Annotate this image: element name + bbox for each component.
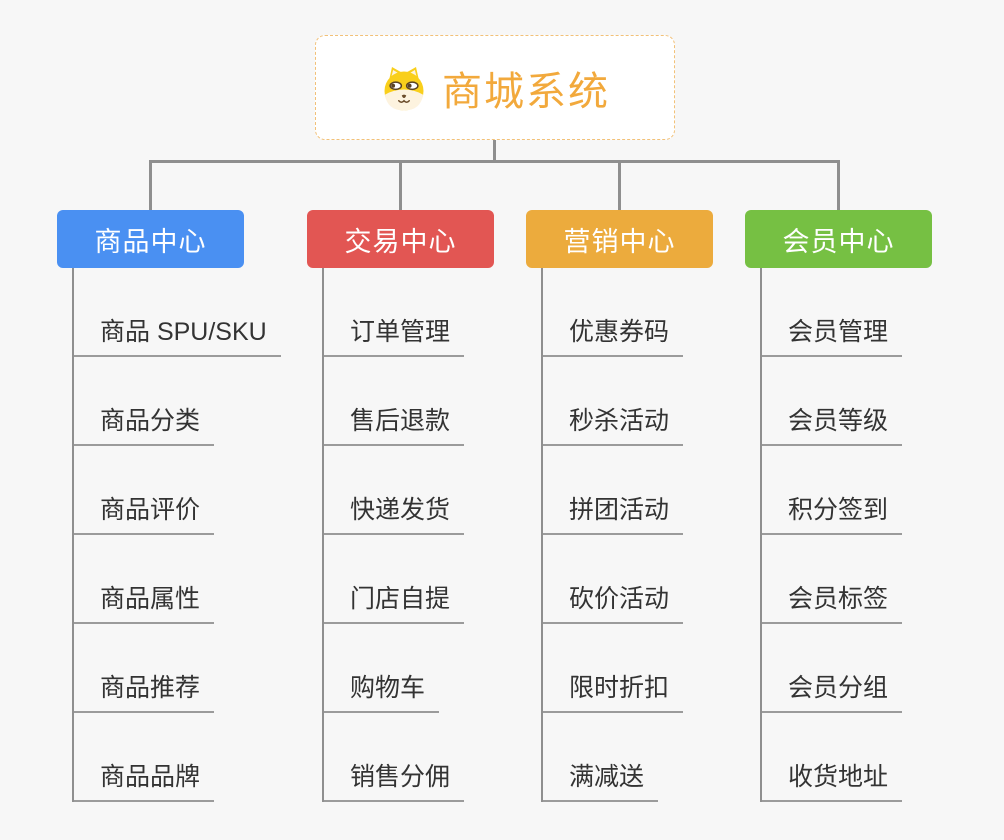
- subtopic-item[interactable]: 砍价活动: [541, 535, 684, 624]
- connector-drop-1: [149, 160, 152, 210]
- connector-root-stem: [493, 140, 496, 163]
- root-title: 商城系统: [442, 69, 610, 114]
- subtopic-item[interactable]: 销售分佣: [322, 713, 465, 802]
- subtopic-item[interactable]: 优惠券码: [541, 268, 684, 357]
- subtopic-item[interactable]: 拼团活动: [541, 446, 684, 535]
- dog-face-icon: [384, 66, 424, 110]
- subtopic-item[interactable]: 商品评价: [72, 446, 215, 535]
- subtopic-item[interactable]: 收货地址: [760, 713, 903, 802]
- subtopic-item[interactable]: 购物车: [322, 624, 440, 713]
- root-topic[interactable]: 商城系统: [315, 35, 675, 140]
- branch-topic-product-center[interactable]: 商品中心: [57, 210, 244, 268]
- subtopic-column-trade: 订单管理 售后退款 快递发货 门店自提 购物车 销售分佣: [322, 268, 465, 802]
- subtopic-item[interactable]: 会员分组: [760, 624, 903, 713]
- subtopic-column-marketing: 优惠券码 秒杀活动 拼团活动 砍价活动 限时折扣 满减送: [541, 268, 684, 802]
- subtopic-column-product: 商品 SPU/SKU 商品分类 商品评价 商品属性 商品推荐 商品品牌: [72, 268, 281, 802]
- connector-drop-4: [837, 160, 840, 210]
- subtopic-item[interactable]: 商品 SPU/SKU: [72, 268, 281, 357]
- connector-drop-3: [618, 160, 621, 210]
- subtopic-item[interactable]: 售后退款: [322, 357, 465, 446]
- subtopic-item[interactable]: 满减送: [541, 713, 659, 802]
- subtopic-item[interactable]: 商品品牌: [72, 713, 215, 802]
- subtopic-item[interactable]: 积分签到: [760, 446, 903, 535]
- subtopic-item[interactable]: 会员标签: [760, 535, 903, 624]
- subtopic-item[interactable]: 商品分类: [72, 357, 215, 446]
- subtopic-item[interactable]: 订单管理: [322, 268, 465, 357]
- connector-rail: [149, 160, 840, 163]
- subtopic-item[interactable]: 会员管理: [760, 268, 903, 357]
- subtopic-item[interactable]: 商品属性: [72, 535, 215, 624]
- branch-topic-trade-center[interactable]: 交易中心: [307, 210, 494, 268]
- branch-topic-marketing-center[interactable]: 营销中心: [526, 210, 713, 268]
- subtopic-item[interactable]: 门店自提: [322, 535, 465, 624]
- subtopic-item[interactable]: 会员等级: [760, 357, 903, 446]
- subtopic-item[interactable]: 秒杀活动: [541, 357, 684, 446]
- branch-topic-member-center[interactable]: 会员中心: [745, 210, 932, 268]
- subtopic-item[interactable]: 快递发货: [322, 446, 465, 535]
- connector-drop-2: [399, 160, 402, 210]
- subtopic-item[interactable]: 商品推荐: [72, 624, 215, 713]
- subtopic-item[interactable]: 限时折扣: [541, 624, 684, 713]
- subtopic-column-member: 会员管理 会员等级 积分签到 会员标签 会员分组 收货地址: [760, 268, 903, 802]
